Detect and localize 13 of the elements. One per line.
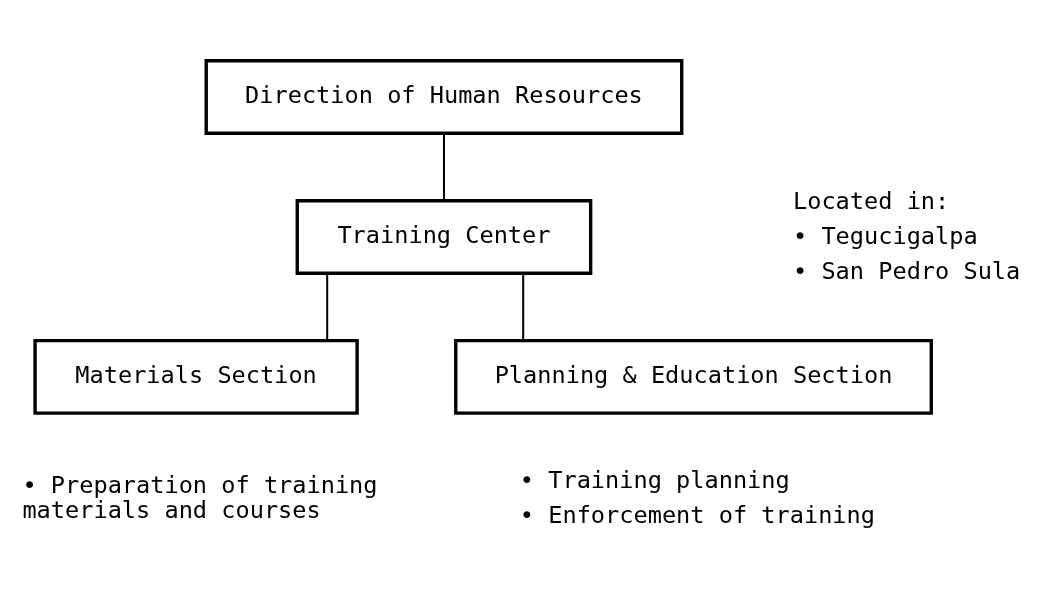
node-label: • Tegucigalpa — [793, 221, 978, 250]
connector — [442, 133, 445, 200]
node-box: Training Center — [295, 198, 593, 275]
node-label: • Enforcement of training — [519, 500, 875, 529]
connector — [522, 273, 525, 340]
node-label: • Training planning — [519, 465, 790, 494]
node-label: • Preparation of training materials and courses — [22, 470, 378, 524]
node-box: Direction of Human Resources — [204, 58, 684, 135]
node-box: Materials Section — [33, 338, 359, 415]
connector — [326, 273, 329, 340]
node-label: • San Pedro Sula — [793, 256, 1021, 285]
node-box: Planning & Education Section — [454, 338, 933, 415]
node-label: Located in: — [793, 186, 950, 215]
